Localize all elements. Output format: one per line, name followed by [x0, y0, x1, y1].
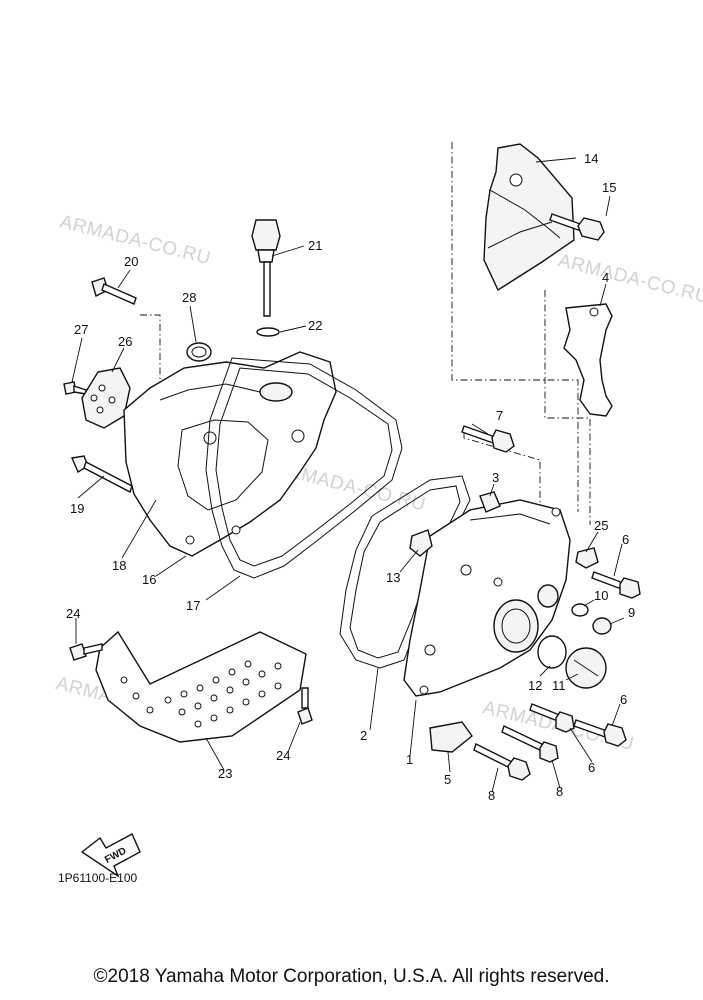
callout-15: 15: [602, 180, 616, 195]
part-19-bolt: [71, 455, 133, 494]
callout-6c: 6: [588, 760, 595, 775]
callout-21: 21: [308, 238, 322, 253]
watermark-2: ARMADA-CO.RU: [556, 250, 703, 308]
part-27-screw: [63, 381, 87, 395]
callout-26: 26: [118, 334, 132, 349]
callout-7: 7: [496, 408, 503, 423]
callout-8a: 8: [488, 788, 495, 803]
part-24-bolts: [69, 643, 313, 725]
callout-27: 27: [74, 322, 88, 337]
part-11-plug: [565, 647, 607, 689]
callout-19: 19: [70, 501, 84, 516]
part-1-right-crankcase: [403, 499, 571, 697]
part-4-bracket: [563, 303, 613, 417]
part-13-clip: [409, 529, 433, 557]
callout-11: 11: [552, 678, 566, 693]
callout-labels: 14 15 4 21 22 20 28 27 26 19 18 16 17 7 …: [66, 151, 635, 803]
callout-24b: 24: [276, 748, 290, 763]
part-17-gasket: [205, 357, 403, 579]
part-28-oil-seal: [186, 342, 212, 362]
callout-24a: 24: [66, 606, 80, 621]
part-26-plate: [81, 367, 131, 429]
part-21-dipstick: [251, 219, 281, 317]
callout-28: 28: [182, 290, 196, 305]
callout-22: 22: [308, 318, 322, 333]
callout-16: 16: [142, 572, 156, 587]
drawing-code: 1P61100-E100: [58, 871, 138, 885]
part-10-o-ring: [571, 603, 589, 617]
part-18-left-crankcase: [123, 351, 337, 557]
callout-13: 13: [386, 570, 400, 585]
callout-23: 23: [218, 766, 232, 781]
part-22-o-ring: [256, 327, 280, 337]
part-6-bolts: [529, 571, 641, 747]
part-2-gasket: [339, 475, 471, 669]
callout-5: 5: [444, 772, 451, 787]
part-15-bolt: [549, 213, 605, 241]
part-12-o-ring: [537, 635, 567, 669]
part-14-cover: [483, 143, 575, 292]
part-9-plug: [592, 617, 612, 635]
callout-4: 4: [602, 270, 609, 285]
part-25-clamp: [575, 547, 599, 569]
part-8-bolts: [473, 725, 559, 781]
copyright-notice: ©2018 Yamaha Motor Corporation, U.S.A. A…: [93, 966, 610, 987]
callout-6a: 6: [622, 532, 629, 547]
callout-6b: 6: [620, 692, 627, 707]
part-7-bolt: [461, 425, 515, 453]
callout-2: 2: [360, 728, 367, 743]
part-23-skid-plate: [95, 630, 307, 743]
callout-10: 10: [594, 588, 608, 603]
callout-20: 20: [124, 254, 138, 269]
callout-25: 25: [594, 518, 608, 533]
part-20-bolt: [91, 277, 137, 305]
callout-1: 1: [406, 752, 413, 767]
callout-9: 9: [628, 605, 635, 620]
callout-8b: 8: [556, 784, 563, 799]
callout-14: 14: [584, 151, 598, 166]
callout-3: 3: [492, 470, 499, 485]
part-3-dowel: [479, 491, 501, 513]
part-5-bracket: [429, 721, 473, 753]
fwd-arrow-icon: FWD: [80, 833, 141, 878]
callout-17: 17: [186, 598, 200, 613]
callout-12: 12: [528, 678, 542, 693]
leader-lines: [71, 157, 625, 793]
callout-18: 18: [112, 558, 126, 573]
